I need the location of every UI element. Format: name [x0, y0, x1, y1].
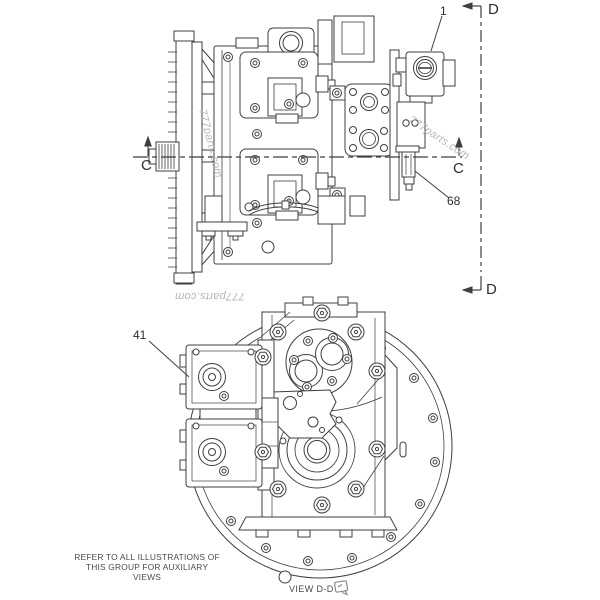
regulator-lower — [239, 148, 336, 221]
callout-68: 68 — [447, 194, 461, 208]
port-plate — [329, 49, 400, 203]
pump-side-view — [133, 2, 482, 294]
top-cover — [285, 328, 353, 396]
section-label-d-bottom: D — [486, 281, 497, 298]
callout-41: 41 — [133, 328, 147, 342]
solenoid-valve-part68 — [395, 101, 426, 191]
mounting-foot — [196, 195, 366, 241]
section-line-cc — [133, 135, 463, 158]
pump-end-view — [148, 296, 453, 584]
leader-line-41 — [148, 340, 190, 378]
leader-line-1 — [430, 15, 443, 52]
section-label-c-left: C — [141, 157, 152, 174]
watermark-stamp-icon — [333, 580, 351, 600]
leader-line-68 — [414, 170, 450, 199]
footnote-line2: THIS GROUP FOR AUXILIARY VIEWS — [85, 561, 209, 582]
valve-bank — [179, 339, 279, 491]
regulator-upper — [239, 51, 336, 124]
top-blocks — [317, 15, 375, 65]
footnote: REFER TO ALL ILLUSTRATIONS OF THIS GROUP… — [72, 552, 222, 582]
section-label-d-top: D — [488, 1, 499, 18]
section-label-c-right: C — [453, 160, 464, 177]
pilot-valve-part1 — [392, 51, 456, 104]
callout-1: 1 — [440, 4, 447, 18]
lifting-eye — [267, 27, 315, 56]
footnote-line1: REFER TO ALL ILLUSTRATIONS OF — [74, 552, 220, 562]
section-line-dd — [461, 2, 482, 294]
watermark-inverted: 777parts.com — [174, 290, 245, 302]
view-caption: VIEW D-D — [289, 584, 334, 594]
